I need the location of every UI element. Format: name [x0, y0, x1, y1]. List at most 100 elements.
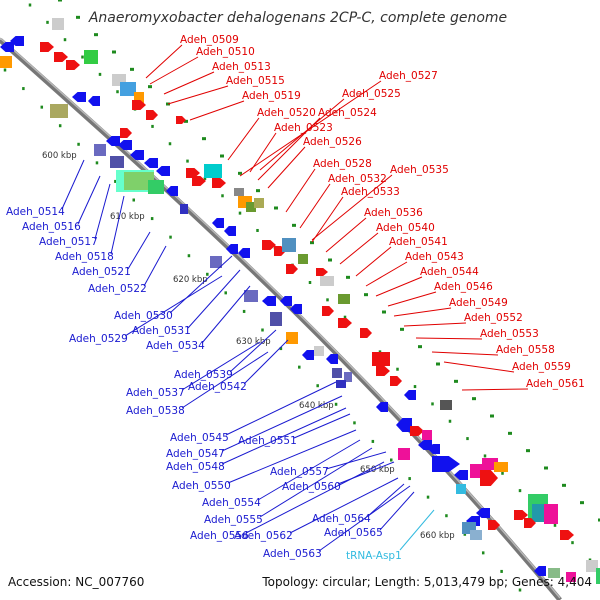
reverse-gene-arrow [166, 186, 178, 196]
forward-label-leader [311, 174, 393, 241]
tick-mark [292, 223, 296, 227]
reverse-label-leader [201, 285, 251, 344]
gene-box [440, 400, 452, 410]
reverse-gene-arrow [156, 166, 170, 176]
gene-box [336, 380, 346, 388]
trna-label: tRNA-Asp1 [346, 550, 402, 562]
reverse-gene-arrow [326, 354, 338, 364]
reverse-gene-arrow [428, 444, 440, 454]
kbp-label: 630 kbp [236, 337, 271, 347]
forward-gene-arrow [66, 60, 80, 70]
reverse-label-leader [110, 195, 125, 255]
tick-mark [562, 483, 566, 487]
gene-features [0, 18, 600, 584]
tick-mark [310, 241, 314, 245]
tick-mark [58, 0, 62, 2]
tick-mark [445, 514, 448, 518]
reverse-gene-arrow [224, 226, 236, 236]
reverse-gene-arrow [144, 158, 158, 168]
forward-gene-arrow [480, 470, 498, 486]
forward-gene-label: Adeh_0519 [242, 90, 301, 102]
tick-mark [77, 142, 80, 146]
tick-mark [483, 454, 487, 458]
tick-mark [206, 272, 209, 276]
tick-mark [500, 569, 503, 573]
reverse-gene-label: Adeh_0522 [88, 283, 147, 295]
forward-label-leader [249, 132, 277, 173]
tick-mark [256, 189, 260, 193]
gene-box [422, 430, 432, 440]
gene-box [298, 254, 308, 264]
reverse-label-leader [143, 245, 167, 287]
tick-mark [426, 495, 430, 499]
tick-mark [28, 3, 32, 7]
forward-label-leader [149, 56, 199, 85]
forward-label-leader [403, 322, 467, 327]
accession-text: Accession: NC_007760 [8, 575, 144, 589]
reverse-gene-arrow [88, 96, 100, 106]
gene-box [52, 18, 64, 30]
tick-mark [221, 194, 224, 198]
reverse-gene-arrow [238, 248, 250, 258]
forward-gene-label: Adeh_0546 [434, 281, 493, 293]
reverse-gene-label: Adeh_0562 [234, 530, 293, 542]
reverse-label-leader [257, 439, 361, 501]
tick-mark [58, 124, 62, 128]
reverse-label-leader [379, 491, 415, 531]
reverse-gene-label: Adeh_0518 [55, 251, 114, 263]
tick-mark [466, 437, 469, 441]
forward-gene-arrow [514, 510, 528, 520]
reverse-label-leader [337, 461, 395, 485]
reverse-label-leader [187, 269, 241, 329]
reverse-label-leader [325, 451, 387, 470]
forward-label-leader [163, 71, 215, 95]
gene-box [548, 568, 560, 578]
reverse-gene-arrow [396, 418, 412, 432]
reverse-gene-label: Adeh_0514 [6, 206, 65, 218]
tick-mark [526, 449, 530, 453]
gene-box [0, 56, 12, 68]
tick-mark [382, 310, 386, 314]
reverse-gene-label: Adeh_0538 [126, 405, 185, 417]
reverse-gene-label: Adeh_0557 [270, 466, 329, 478]
map-title: Anaeromyxobacter dehalogenans 2CP-C, com… [88, 10, 507, 26]
gene-box [494, 462, 508, 472]
reverse-gene-arrow [212, 218, 224, 228]
tick-mark [242, 309, 246, 313]
forward-gene-labels: Adeh_0509Adeh_0510Adeh_0513Adeh_0515Adeh… [145, 34, 585, 391]
reverse-label-leader [181, 341, 261, 391]
tick-mark [274, 206, 278, 210]
gene-box [94, 144, 106, 156]
tick-mark [518, 588, 522, 592]
reverse-gene-arrow [280, 296, 292, 306]
forward-label-leader [227, 117, 260, 161]
tick-mark [81, 55, 84, 59]
reverse-label-leader [227, 429, 357, 484]
reverse-gene-label: Adeh_0560 [282, 481, 341, 493]
reverse-gene-arrow [72, 92, 86, 102]
reverse-gene-arrow [290, 304, 302, 314]
gene-box [120, 82, 136, 96]
tick-mark [94, 33, 98, 37]
genome-backbone-highlight [0, 37, 561, 599]
tick-mark [472, 397, 476, 401]
tick-mark [418, 345, 422, 349]
genome-backbone [0, 38, 562, 600]
reverse-label-leader [243, 339, 289, 385]
tick-mark [238, 171, 242, 175]
tick-mark [220, 154, 224, 158]
forward-gene-label: Adeh_0535 [390, 164, 449, 176]
reverse-label-leader [367, 483, 405, 517]
tick-mark [184, 119, 188, 123]
forward-gene-arrow [40, 42, 54, 52]
gene-box [566, 572, 576, 582]
reverse-label-leader [221, 407, 347, 465]
tick-mark [598, 518, 600, 522]
tick-mark [224, 291, 227, 295]
gene-box [286, 332, 298, 344]
reverse-gene-label: Adeh_0565 [324, 527, 383, 539]
forward-gene-label: Adeh_0509 [180, 34, 239, 46]
gene-box [84, 50, 98, 64]
tick-mark [186, 159, 189, 163]
